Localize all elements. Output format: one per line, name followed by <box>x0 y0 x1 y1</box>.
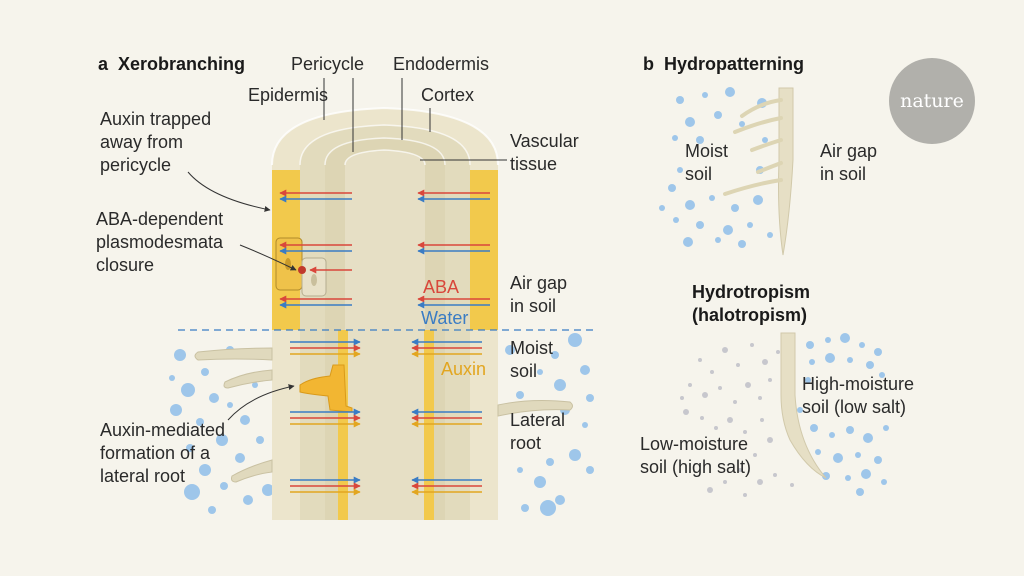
label-epidermis: Epidermis <box>248 85 329 105</box>
label-aba-closure: ABA-dependent plasmodesmata closure <box>96 209 224 275</box>
nature-logo: nature <box>889 58 975 144</box>
panel-b-title: Hydropatterning <box>664 54 805 74</box>
label-air-gap-a: Air gap in soil <box>510 273 568 316</box>
panel-a-heading: a Xerobranching <box>98 54 245 75</box>
label-lateral-root: Lateral root <box>510 410 566 453</box>
hydrotropism-root <box>780 332 827 479</box>
moisture-particles <box>797 333 889 496</box>
label-pericycle: Pericycle <box>291 54 365 74</box>
panel-b-heading: b Hydropatterning <box>643 54 804 75</box>
label-endodermis: Endodermis <box>393 54 490 74</box>
label-auxin-mediated: Auxin-mediated formation of a lateral ro… <box>100 420 226 486</box>
label-moist-soil-b: Moist soil <box>685 141 729 184</box>
lateral-roots-a <box>194 347 573 483</box>
label-air-gap-b: Air gap in soil <box>820 141 878 184</box>
label-aba: ABA <box>423 277 460 297</box>
panel-a-letter: a <box>98 54 109 74</box>
hydrotropism-title: Hydrotropism (halotropism) <box>692 282 811 325</box>
label-vascular-tissue: Vascular tissue <box>510 131 579 174</box>
salt-particles <box>680 343 794 497</box>
soil-particles-a <box>169 333 594 516</box>
label-auxin-trapped: Auxin trapped away from pericycle <box>100 109 212 175</box>
label-auxin: Auxin <box>441 359 487 379</box>
auxin-bands <box>272 170 498 520</box>
label-moist-soil-a: Moist soil <box>510 338 554 381</box>
leader-lines <box>187 78 507 421</box>
panel-a-title: Xerobranching <box>118 54 246 74</box>
label-water: Water <box>421 308 469 328</box>
flux-arrows <box>279 189 490 496</box>
lateral-root-primordium <box>299 364 353 413</box>
hydropatterning-root <box>723 87 794 256</box>
label-cortex: Cortex <box>421 85 475 105</box>
label-high-moisture: High-moisture soil (low salt) <box>802 374 915 417</box>
panel-b-letter: b <box>643 54 654 74</box>
label-low-moisture: Low-moisture soil (high salt) <box>640 434 752 477</box>
